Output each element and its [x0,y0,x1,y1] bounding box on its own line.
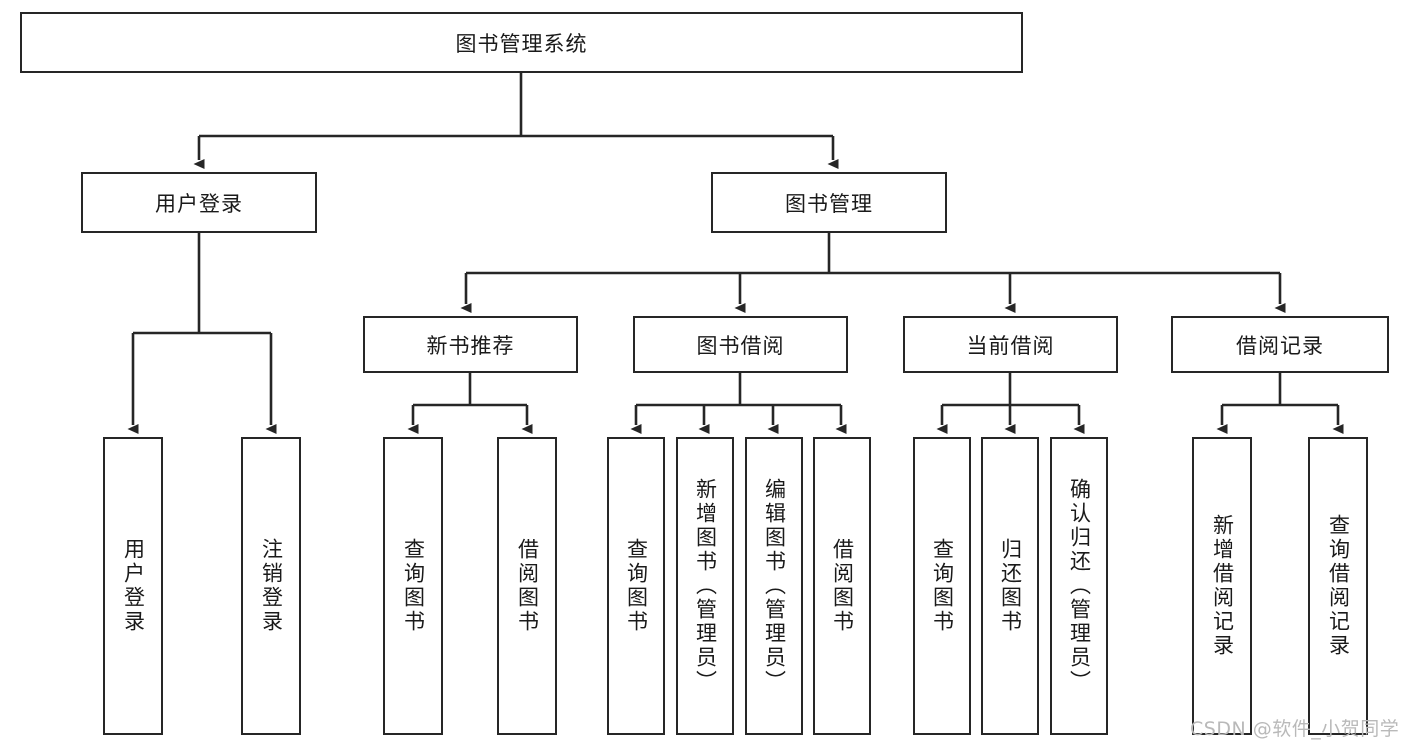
node-new-book-recommend-label: 新书推荐 [426,333,515,358]
leaf-current-return[interactable]: 归还图书 [981,437,1039,735]
leaf-borrow-add[interactable]: 新增图书（管理员） [676,437,734,735]
leaf-newbook-borrow[interactable]: 借阅图书 [497,437,557,735]
leaf-borrow-lend[interactable]: 借阅图书 [813,437,871,735]
leaf-user-logout-label: 注销登录 [259,538,284,634]
node-borrow-record[interactable]: 借阅记录 [1171,316,1389,373]
leaf-current-query-label: 查询图书 [930,538,955,634]
leaf-user-login-label: 用户登录 [121,538,146,634]
leaf-borrow-edit[interactable]: 编辑图书（管理员） [745,437,803,735]
leaf-borrow-edit-label: 编辑图书（管理员） [762,478,787,694]
node-user-login-label: 用户登录 [155,191,243,216]
node-root-label: 图书管理系统 [455,31,588,56]
leaf-borrow-query[interactable]: 查询图书 [607,437,665,735]
leaf-current-return-label: 归还图书 [998,538,1023,634]
node-borrow-record-label: 借阅记录 [1236,333,1324,358]
leaf-borrow-add-label: 新增图书（管理员） [693,478,718,694]
leaf-record-query[interactable]: 查询借阅记录 [1308,437,1368,735]
leaf-newbook-borrow-label: 借阅图书 [515,538,540,634]
leaf-newbook-query-label: 查询图书 [401,538,426,634]
leaf-user-login[interactable]: 用户登录 [103,437,163,735]
leaf-current-confirm-label: 确认归还（管理员） [1067,478,1092,694]
node-root[interactable]: 图书管理系统 [20,12,1023,73]
leaf-record-add-label: 新增借阅记录 [1210,514,1235,658]
leaf-borrow-lend-label: 借阅图书 [830,538,855,634]
node-current-borrow-label: 当前借阅 [966,333,1055,358]
leaf-record-add[interactable]: 新增借阅记录 [1192,437,1252,735]
csdn-watermark: CSDN @软件_小贺同学 [1190,718,1400,740]
leaf-record-query-label: 查询借阅记录 [1326,514,1351,658]
leaf-current-query[interactable]: 查询图书 [913,437,971,735]
node-book-borrow-label: 图书借阅 [696,333,785,358]
node-new-book-recommend[interactable]: 新书推荐 [363,316,578,373]
node-book-management-label: 图书管理 [785,191,873,216]
node-user-login[interactable]: 用户登录 [81,172,317,233]
node-book-management[interactable]: 图书管理 [711,172,947,233]
leaf-newbook-query[interactable]: 查询图书 [383,437,443,735]
node-book-borrow[interactable]: 图书借阅 [633,316,848,373]
node-current-borrow[interactable]: 当前借阅 [903,316,1118,373]
leaf-borrow-query-label: 查询图书 [624,538,649,634]
leaf-current-confirm[interactable]: 确认归还（管理员） [1050,437,1108,735]
leaf-user-logout[interactable]: 注销登录 [241,437,301,735]
